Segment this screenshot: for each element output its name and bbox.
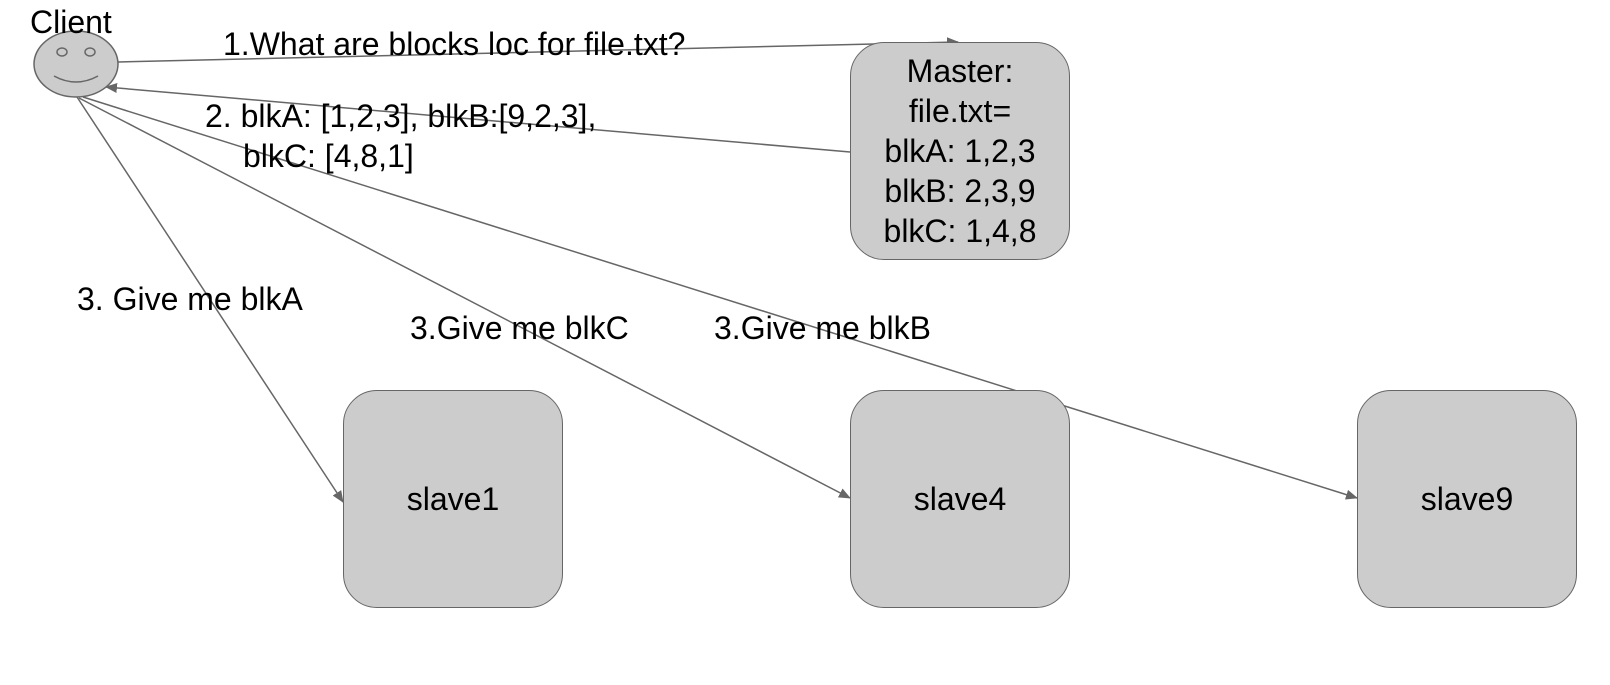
arrow-get-blkC-slave4 <box>78 97 851 499</box>
master-node[interactable]: Master: file.txt= blkA: 1,2,3 blkB: 2,3,… <box>850 42 1070 260</box>
slave9-label: slave9 <box>1420 481 1514 517</box>
master-file-line: file.txt= <box>908 93 1012 129</box>
arrow-return-block-locations <box>105 82 851 153</box>
master-title: Master: <box>906 53 1014 89</box>
slave9-node[interactable]: slave9 <box>1357 390 1577 608</box>
master-blkB-line: blkB: 2,3,9 <box>884 173 1036 209</box>
slave1-label: slave1 <box>406 481 500 517</box>
step1-label: 1.What are blocks loc for file.txt? <box>223 26 686 62</box>
client-label: Client <box>30 4 112 40</box>
arrow-get-blkA-slave1 <box>76 96 344 503</box>
master-blkA-line: blkA: 1,2,3 <box>884 133 1036 169</box>
step3-blkC-label: 3.Give me blkC <box>410 310 629 346</box>
client-smiley-icon[interactable] <box>33 30 119 98</box>
arrow-get-blkB-slave9 <box>82 96 1358 500</box>
step3-blkB-label: 3.Give me blkB <box>714 310 931 346</box>
arrow-request-block-locations <box>117 37 959 63</box>
slave1-node[interactable]: slave1 <box>343 390 563 608</box>
step3-blkA-label: 3. Give me blkA <box>77 281 303 317</box>
step2-label-line2: blkC: [4,8,1] <box>243 138 414 174</box>
step2-label-line1: 2. blkA: [1,2,3], blkB:[9,2,3], <box>205 98 597 134</box>
master-blkC-line: blkC: 1,4,8 <box>883 213 1037 249</box>
master-contents: Master: file.txt= blkA: 1,2,3 blkB: 2,3,… <box>884 51 1037 251</box>
slave4-label: slave4 <box>913 481 1007 517</box>
slave4-node[interactable]: slave4 <box>850 390 1070 608</box>
